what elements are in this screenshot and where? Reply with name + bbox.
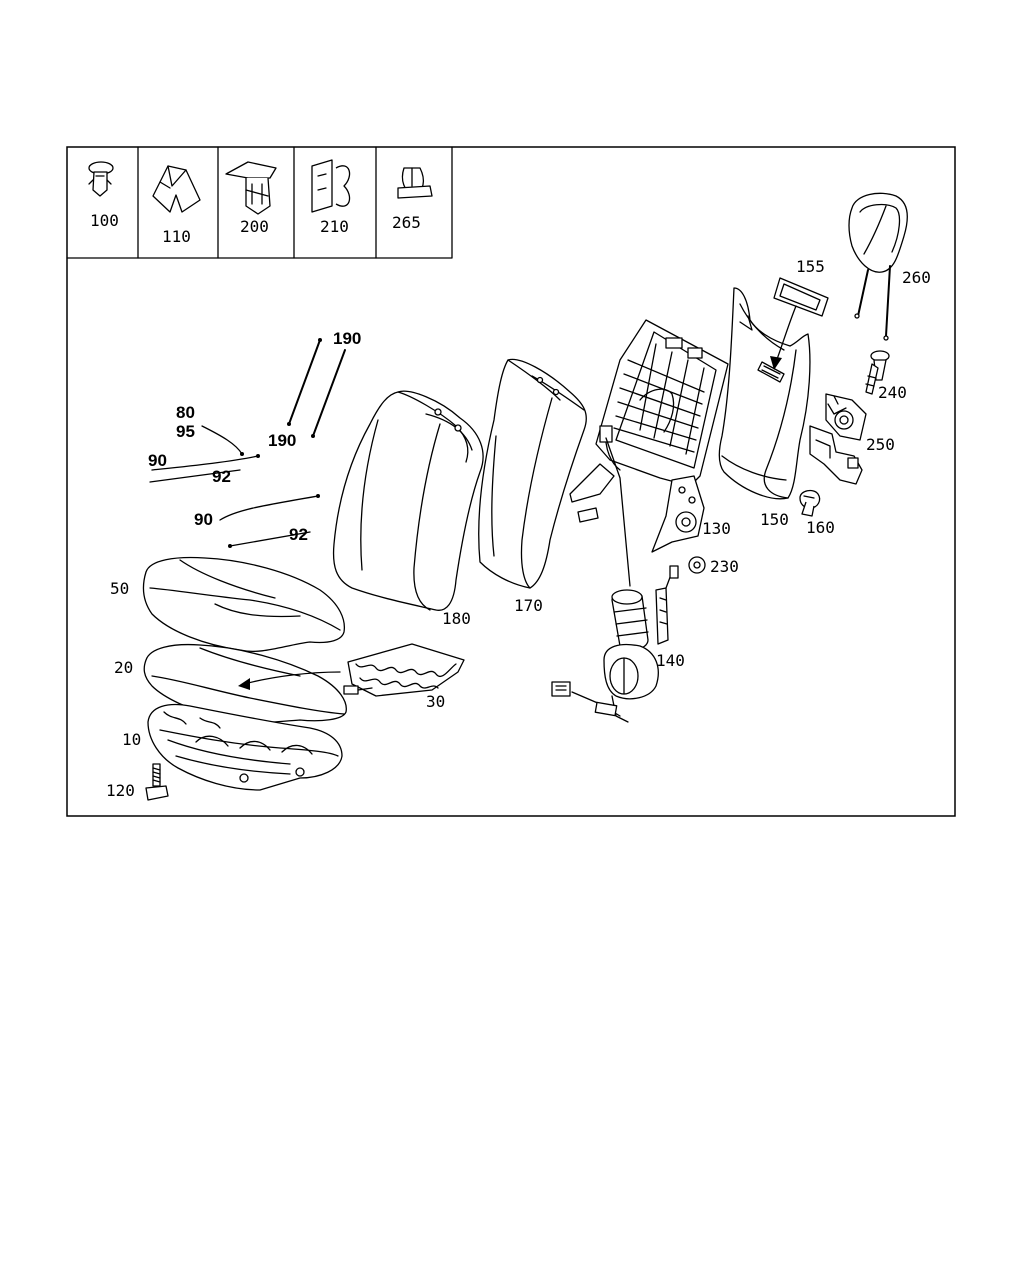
callout-190-lower: 190 <box>268 431 296 450</box>
callout-190-upper: 190 <box>333 329 361 348</box>
seat-frame-10 <box>147 703 343 791</box>
callout-92-upper: 92 <box>212 467 231 486</box>
headrest-guide-240 <box>865 350 890 395</box>
callout-10: 10 <box>122 730 141 749</box>
legend-label-110: 110 <box>162 227 191 246</box>
callout-230: 230 <box>710 557 739 576</box>
callout-80: 80 <box>176 403 195 422</box>
diagram-frame <box>66 146 956 817</box>
callout-30: 30 <box>426 692 445 711</box>
clamp-icon <box>225 161 277 215</box>
callout-240: 240 <box>878 383 907 402</box>
callout-90-lower: 90 <box>194 510 213 529</box>
nut-230 <box>688 556 706 574</box>
arrow-30-to-20 <box>238 671 341 690</box>
callout-170: 170 <box>514 596 543 615</box>
legend-box: 100 110 200 210 265 <box>66 146 453 259</box>
callout-90-upper: 90 <box>148 451 167 470</box>
trim-cover-155 <box>770 277 829 370</box>
screw-160 <box>799 489 821 517</box>
backrest-foam-170 <box>478 358 587 589</box>
callout-150: 150 <box>760 510 789 529</box>
callout-160: 160 <box>806 518 835 537</box>
callout-labels: 190 190 80 95 90 92 90 92 50 20 10 120 3… <box>106 257 931 800</box>
wire-set <box>149 425 320 548</box>
adjuster-housing-250 <box>809 393 867 485</box>
callout-260: 260 <box>902 268 931 287</box>
callout-130: 130 <box>702 519 731 538</box>
legend-label-200: 200 <box>240 217 269 236</box>
callout-250: 250 <box>866 435 895 454</box>
backrest-frame-130 <box>569 319 729 553</box>
seat-heater-mat-30 <box>343 643 465 697</box>
backrest-cover-180 <box>332 390 484 611</box>
backrest-panel-150 <box>718 287 811 500</box>
legend-label-210: 210 <box>320 217 349 236</box>
callout-50: 50 <box>110 579 129 598</box>
clip-icon <box>88 161 114 197</box>
legend-label-100: 100 <box>90 211 119 230</box>
bolt-120 <box>145 763 169 801</box>
callout-120: 120 <box>106 781 135 800</box>
legend-label-265: 265 <box>392 213 421 232</box>
callout-95: 95 <box>176 422 195 441</box>
callout-180: 180 <box>442 609 471 628</box>
cable-tie-icon <box>397 167 433 199</box>
motor-unit-140 <box>551 437 679 723</box>
callout-20: 20 <box>114 658 133 677</box>
headrest-260 <box>848 192 908 341</box>
seat-cushion-cover-50 <box>142 556 346 653</box>
callout-92-lower: 92 <box>289 525 308 544</box>
guide-rod-190 <box>287 338 346 438</box>
callout-140: 140 <box>656 651 685 670</box>
spring-clip-icon <box>311 159 351 213</box>
callout-155: 155 <box>796 257 825 276</box>
bracket-icon <box>152 165 201 213</box>
